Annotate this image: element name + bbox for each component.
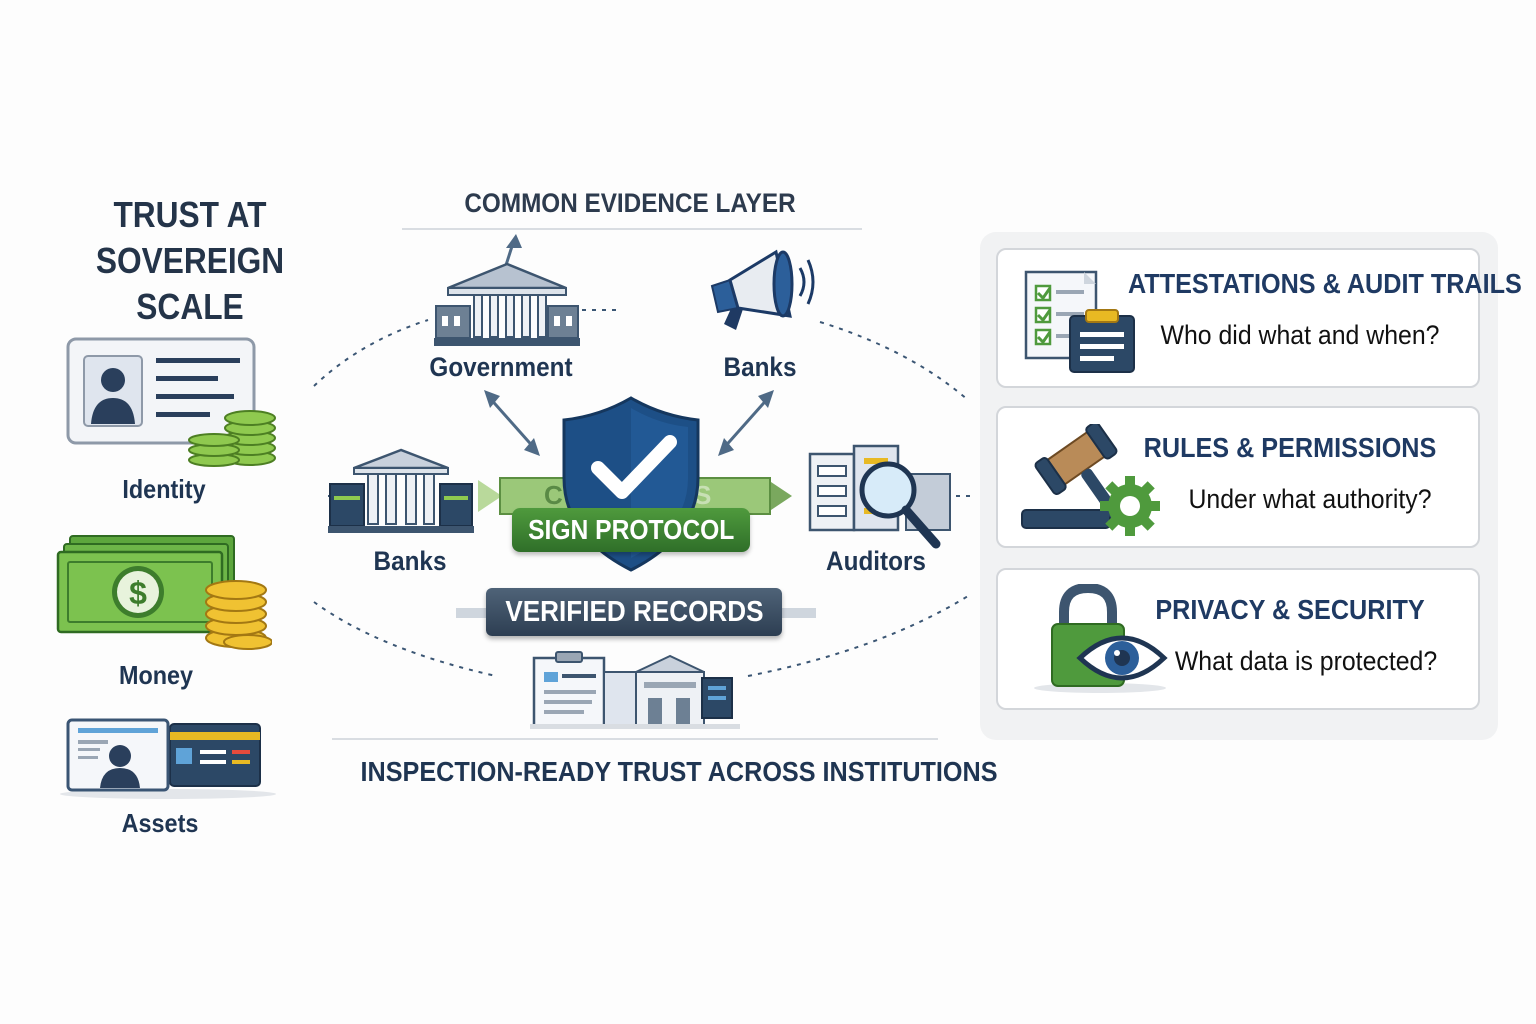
assets-label: Assets xyxy=(121,808,199,838)
assets-document-icon xyxy=(58,714,278,800)
bank-building-icon xyxy=(328,448,474,534)
card-rules-question: Under what authority? xyxy=(1188,484,1432,514)
verified-records-label: VERIFIED RECORDS xyxy=(504,596,764,628)
sign-protocol-ribbon: SIGN PROTOCOL xyxy=(512,508,750,552)
node-banks-left: Banks xyxy=(373,546,447,576)
svg-text:$: $ xyxy=(129,575,147,611)
card-rules-title: RULES & PERMISSIONS xyxy=(1143,432,1437,463)
identity-card-icon xyxy=(64,336,280,468)
band-fragment-left: C xyxy=(544,480,563,510)
money-label: Money xyxy=(118,660,194,690)
government-building-icon xyxy=(434,262,580,348)
card-privacy-title: PRIVACY & SECURITY xyxy=(1155,594,1425,625)
card-attestations-title: ATTESTATIONS & AUDIT TRAILS xyxy=(1128,268,1522,299)
sign-protocol-label: SIGN PROTOCOL xyxy=(527,514,735,545)
records-buildings-icon xyxy=(530,648,740,730)
card-attestations-question: Who did what and when? xyxy=(1160,320,1440,350)
main-title-line2: SOVEREIGN SCALE xyxy=(95,240,285,327)
main-title-line1: TRUST AT xyxy=(113,194,267,235)
card-privacy-question: What data is protected? xyxy=(1174,646,1438,676)
verified-ribbon-ends xyxy=(456,604,816,620)
money-icon: $ xyxy=(56,534,273,650)
megaphone-icon xyxy=(704,246,818,338)
auditors-magnifier-icon xyxy=(808,444,958,554)
node-government: Government xyxy=(429,352,573,382)
connection-arcs xyxy=(313,234,972,677)
heading-rule xyxy=(402,228,862,230)
identity-label: Identity xyxy=(122,474,206,504)
main-title: TRUST AT SOVEREIGN SCALE xyxy=(58,192,322,330)
bottom-caption: INSPECTION-READY TRUST ACROSS INSTITUTIO… xyxy=(360,756,998,787)
padlock-eye-icon xyxy=(1034,582,1168,694)
center-heading: COMMON EVIDENCE LAYER xyxy=(464,188,796,218)
node-banks-top: Banks xyxy=(723,352,797,382)
gavel-gear-icon xyxy=(1020,421,1162,536)
checklist-clipboard-icon xyxy=(1022,268,1138,374)
node-auditors: Auditors xyxy=(826,546,926,576)
caption-rule xyxy=(332,738,938,740)
verified-records-ribbon: VERIFIED RECORDS xyxy=(486,588,782,636)
